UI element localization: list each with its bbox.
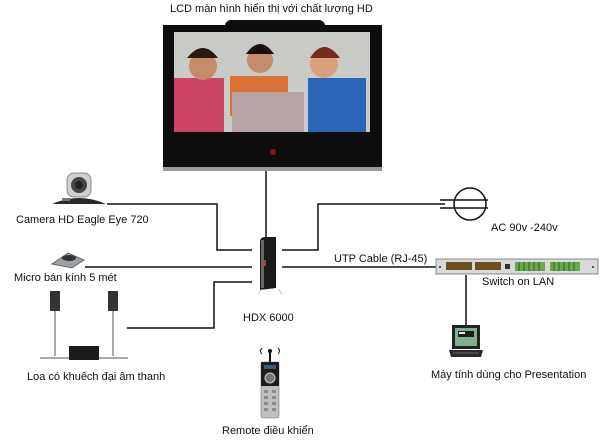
- camera-label: Camera HD Eagle Eye 720: [16, 214, 149, 226]
- utp-cable-label: UTP Cable (RJ-45): [334, 253, 428, 265]
- laptop-label: Máy tính dùng cho Presentation: [431, 369, 587, 381]
- monitor-base-edge: [163, 167, 382, 171]
- camera-icon: [52, 172, 106, 204]
- network-switch-icon: [435, 258, 599, 275]
- hdx-label: HDX 6000: [243, 312, 294, 324]
- power-outlet-icon: [453, 187, 487, 221]
- monitor-logo: [270, 149, 276, 155]
- speaker-to-codec-line: [127, 281, 252, 329]
- left-speaker: [40, 291, 70, 359]
- lcd-monitor: [163, 20, 382, 171]
- hdx-codec-icon: [257, 237, 283, 295]
- screen-image-laptop: [232, 92, 304, 132]
- codec-to-power-line: [282, 203, 445, 251]
- right-speaker: [98, 291, 128, 359]
- lcd-label: LCD màn hình hiển thị với chất lượng HD: [170, 3, 373, 15]
- switch-label: Switch on LAN: [482, 276, 555, 288]
- microphone-icon: [50, 252, 85, 269]
- speakers-icon: [40, 291, 128, 360]
- switch-ports-fiber: [515, 262, 580, 271]
- micro-label: Micro bán kính 5 mét: [14, 272, 117, 284]
- speakers-label: Loa có khuếch đại âm thanh: [27, 371, 166, 383]
- laptop-icon: [449, 325, 483, 357]
- subwoofer: [69, 346, 99, 360]
- screen-image-people: [174, 44, 366, 132]
- power-label: AC 90v -240v: [491, 222, 558, 234]
- camera-to-codec-line: [107, 203, 252, 251]
- remote-label: Remote điều khiển: [222, 425, 314, 437]
- switch-ports-copper: [446, 262, 501, 270]
- remote-control-icon: [260, 347, 280, 419]
